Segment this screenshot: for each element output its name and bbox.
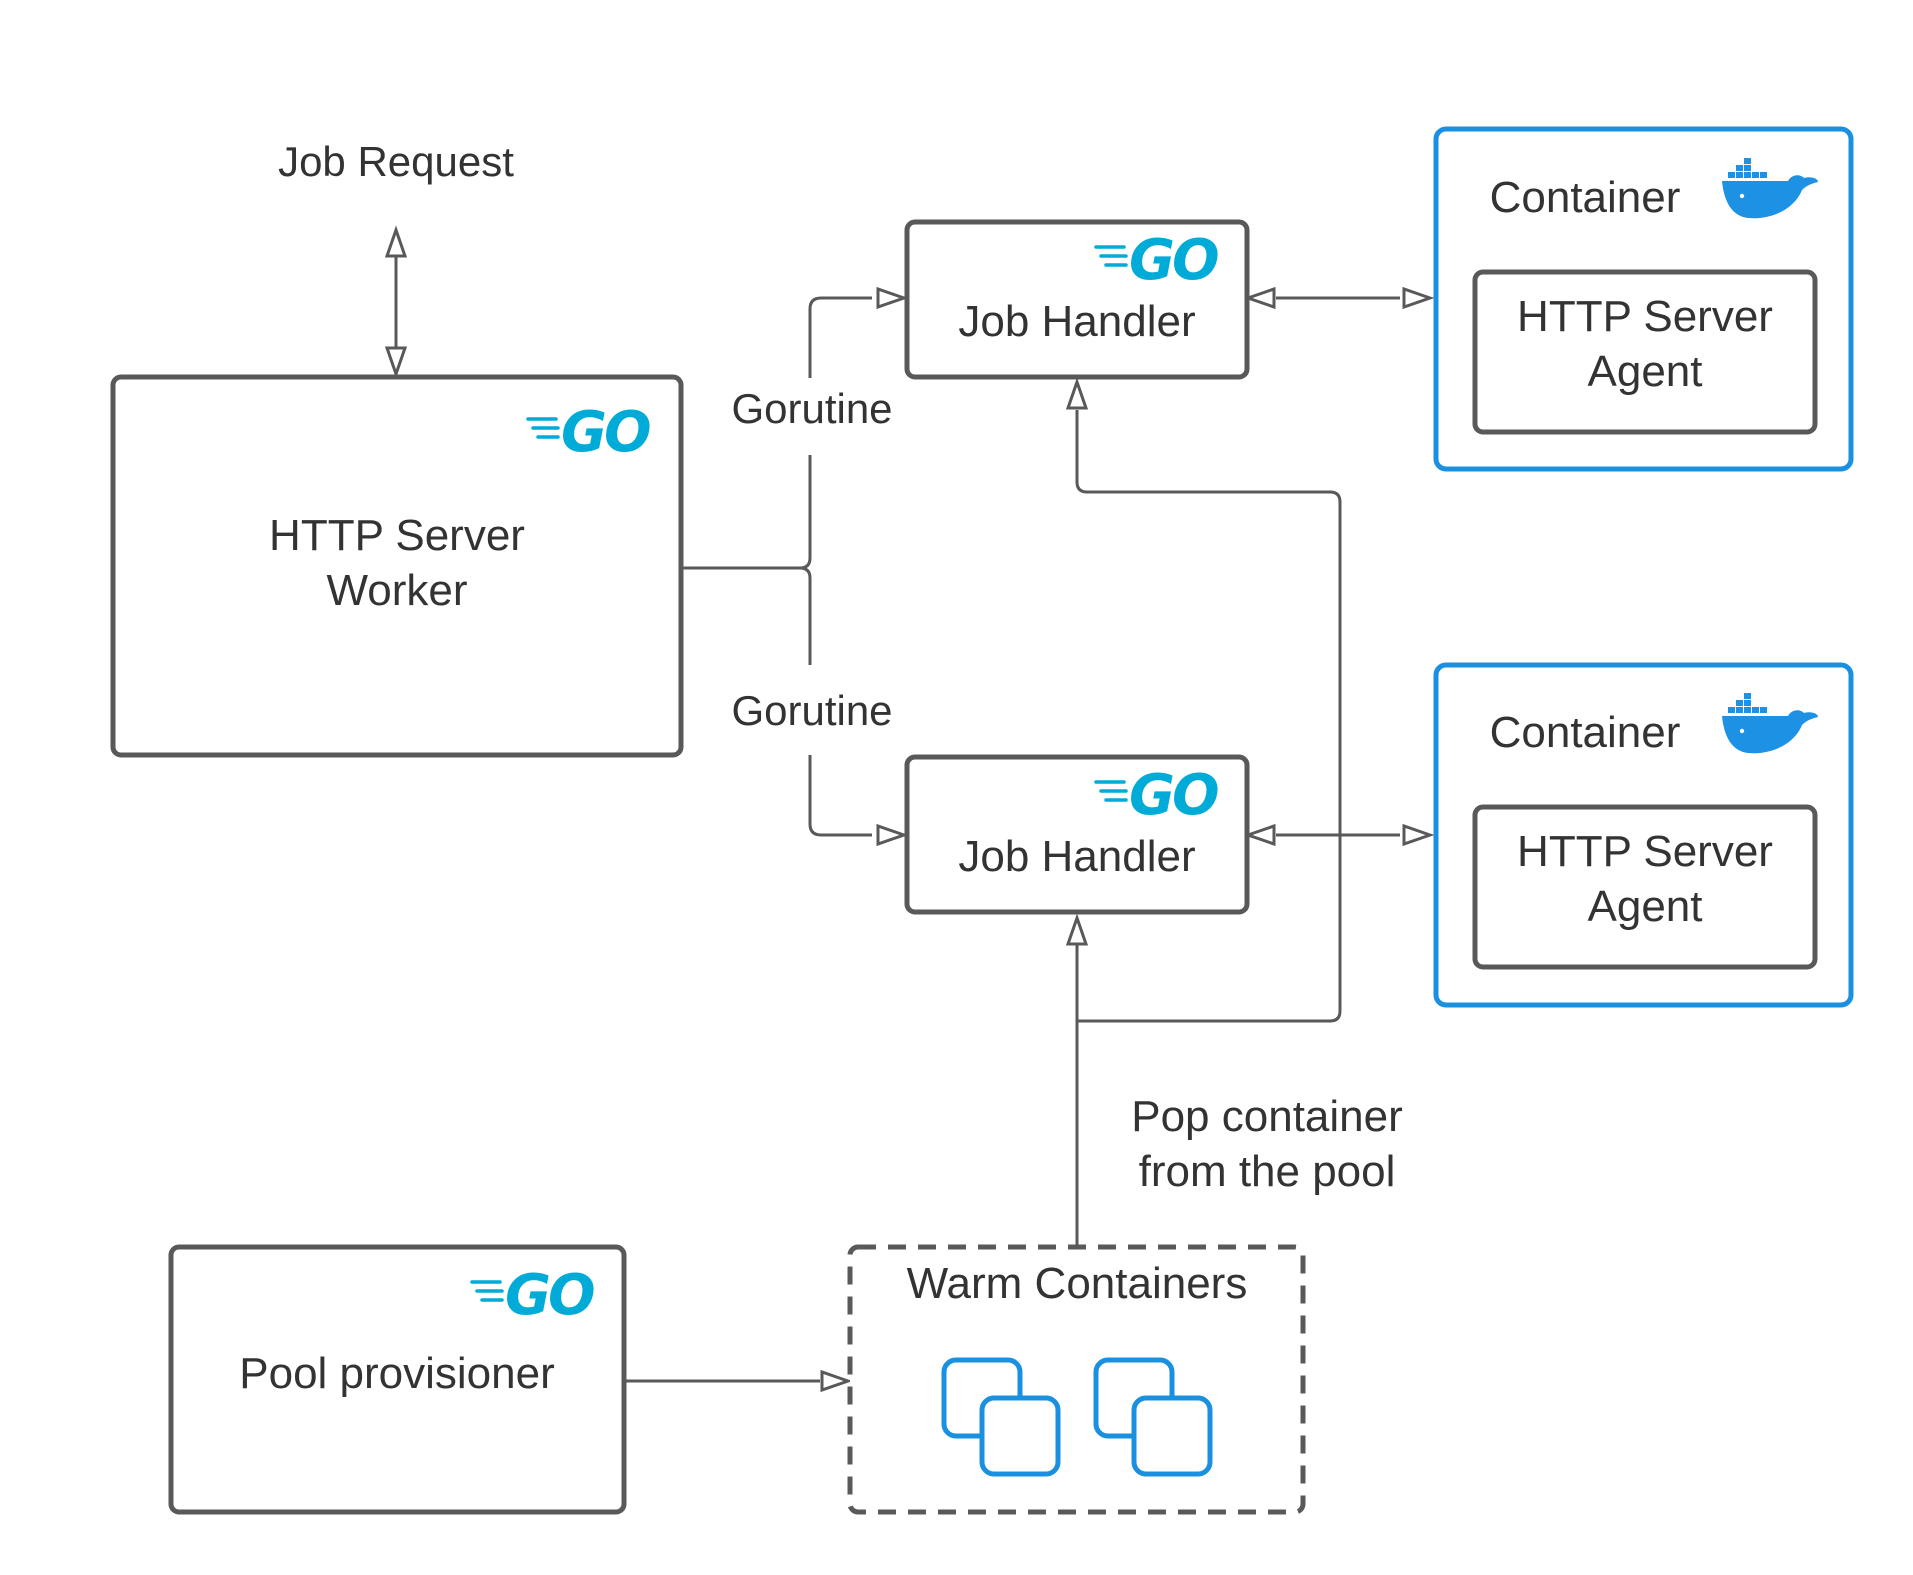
- svg-text:GO: GO: [561, 400, 650, 465]
- agent-top-line1: HTTP Server: [1517, 292, 1773, 341]
- arrowhead-up: [1065, 377, 1089, 410]
- agent-bottom-line1: HTTP Server: [1517, 827, 1773, 876]
- http-server-worker-box: GO HTTP Server Worker: [110, 374, 684, 758]
- arrowhead-up: [1065, 913, 1089, 946]
- pop-container-label-line1: Pop container: [1131, 1092, 1403, 1141]
- connectors: [384, 225, 1435, 1393]
- container-top-title: Container: [1490, 173, 1681, 222]
- agent-top-box: [1472, 269, 1818, 435]
- arrowhead-left: [1243, 823, 1276, 847]
- warm-containers-title: Warm Containers: [907, 1259, 1248, 1308]
- job-request-label: Job Request: [278, 138, 514, 185]
- pool-provisioner-box: GO Pool provisioner: [168, 1244, 627, 1515]
- svg-text:GO: GO: [1129, 763, 1218, 828]
- job-handler-top-box: GO Job Handler: [904, 219, 1250, 380]
- arrowhead-left: [1243, 286, 1276, 310]
- job-handler-bottom-title: Job Handler: [958, 832, 1195, 881]
- goroutine-label-bottom: Gorutine: [731, 687, 892, 734]
- go-logo-icon: GO: [1094, 228, 1221, 293]
- worker-title-line2: Worker: [327, 566, 468, 615]
- go-logo-icon: GO: [1094, 763, 1221, 828]
- arrowhead-right: [876, 286, 909, 310]
- pool-provisioner-title: Pool provisioner: [239, 1349, 555, 1398]
- goroutine-bottom-connector-lower: [808, 755, 872, 837]
- container-bottom-box: Container HTTP Server Agent: [1433, 662, 1854, 1008]
- pop-to-top-handler-route: [1075, 410, 1342, 1023]
- pop-container-label-line2: from the pool: [1139, 1147, 1396, 1196]
- arrowhead-right: [820, 1369, 853, 1393]
- job-handler-bottom-box: GO Job Handler: [904, 754, 1250, 915]
- arrowhead-down: [384, 346, 408, 379]
- job-handler-top-title: Job Handler: [958, 297, 1195, 346]
- go-logo-icon: GO: [470, 1263, 597, 1328]
- go-logo-icon: GO: [526, 400, 653, 465]
- goroutine-top-connector: [683, 455, 812, 570]
- worker-title-line1: HTTP Server: [269, 511, 525, 560]
- agent-bottom-line2: Agent: [1588, 882, 1703, 931]
- goroutine-top-connector-upper: [808, 296, 872, 378]
- arrowhead-right: [1402, 823, 1435, 847]
- svg-text:GO: GO: [1129, 228, 1218, 293]
- container-bottom-title: Container: [1490, 708, 1681, 757]
- svg-text:GO: GO: [505, 1263, 594, 1328]
- arrowhead-right: [1402, 286, 1435, 310]
- warm-containers-box: Warm Containers: [847, 1244, 1306, 1515]
- container-top-box: Container HTTP Server Agent: [1433, 126, 1854, 472]
- agent-bottom-box: [1472, 804, 1818, 970]
- goroutine-bottom-connector: [799, 566, 812, 665]
- goroutine-label-top: Gorutine: [731, 385, 892, 432]
- agent-top-line2: Agent: [1588, 347, 1703, 396]
- arrowhead-up: [384, 225, 408, 258]
- arrowhead-right: [876, 823, 909, 847]
